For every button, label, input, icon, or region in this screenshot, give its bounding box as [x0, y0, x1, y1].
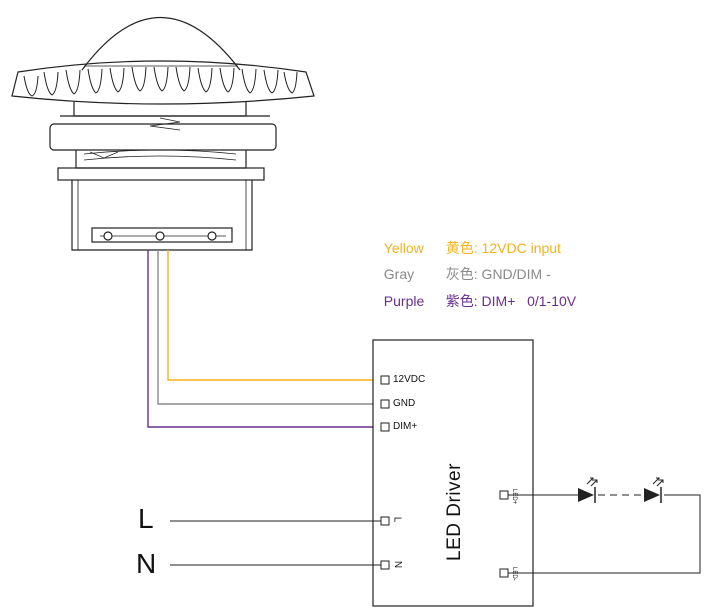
- terminal-label-12vdc: 12VDC: [393, 374, 426, 385]
- legend-yellow-name: Yellow: [383, 240, 424, 256]
- terminal-label-n: N: [392, 560, 404, 569]
- led-return-wire: [508, 494, 701, 574]
- legend-gray: Gray 灰色: GND/DIM -: [376, 248, 551, 284]
- terminal-label-gnd: GND: [393, 398, 416, 409]
- legend-purple-name: Purple: [383, 293, 425, 309]
- legend-gray-name: Gray: [383, 266, 415, 282]
- legend-purple-desc: : DIM+ 0/1-10V: [473, 293, 577, 309]
- led-driver-box: [372, 339, 534, 607]
- legend-purple-cn: 紫色: [445, 293, 474, 309]
- terminal-led-minus: [499, 568, 509, 578]
- led-driver-title: LED Driver: [444, 463, 465, 561]
- wire-gray: [157, 250, 380, 405]
- mains-label-l: L: [138, 503, 154, 534]
- wire-yellow: [167, 250, 380, 381]
- wire-purple: [147, 250, 380, 428]
- terminal-led-plus: [499, 490, 509, 500]
- led-2-icon: [644, 477, 664, 503]
- terminal-gnd: [380, 399, 390, 409]
- led-minus-label: LED-: [511, 567, 517, 581]
- terminal-label-l: L: [391, 516, 403, 523]
- sensor-illustration: [11, 16, 315, 251]
- mains-label-n: N: [136, 548, 157, 579]
- led-plus-label: LED+: [511, 489, 517, 505]
- led-1-icon: [578, 477, 598, 503]
- terminal-l: [380, 516, 390, 526]
- legend-yellow: Yellow 黄色: 12VDC input: [376, 222, 561, 258]
- legend-purple: Purple 紫色: DIM+ 0/1-10V: [376, 275, 576, 311]
- terminal-label-dimplus: DIM+: [393, 421, 418, 432]
- terminal-12vdc: [380, 375, 390, 385]
- terminal-dimplus: [380, 422, 390, 432]
- legend-yellow-desc: : 12VDC input: [473, 240, 561, 256]
- legend-gray-cn: 灰色: [445, 266, 474, 282]
- legend-gray-desc: : GND/DIM -: [473, 266, 551, 282]
- terminal-n: [380, 560, 390, 570]
- legend-yellow-cn: 黄色: [445, 240, 474, 256]
